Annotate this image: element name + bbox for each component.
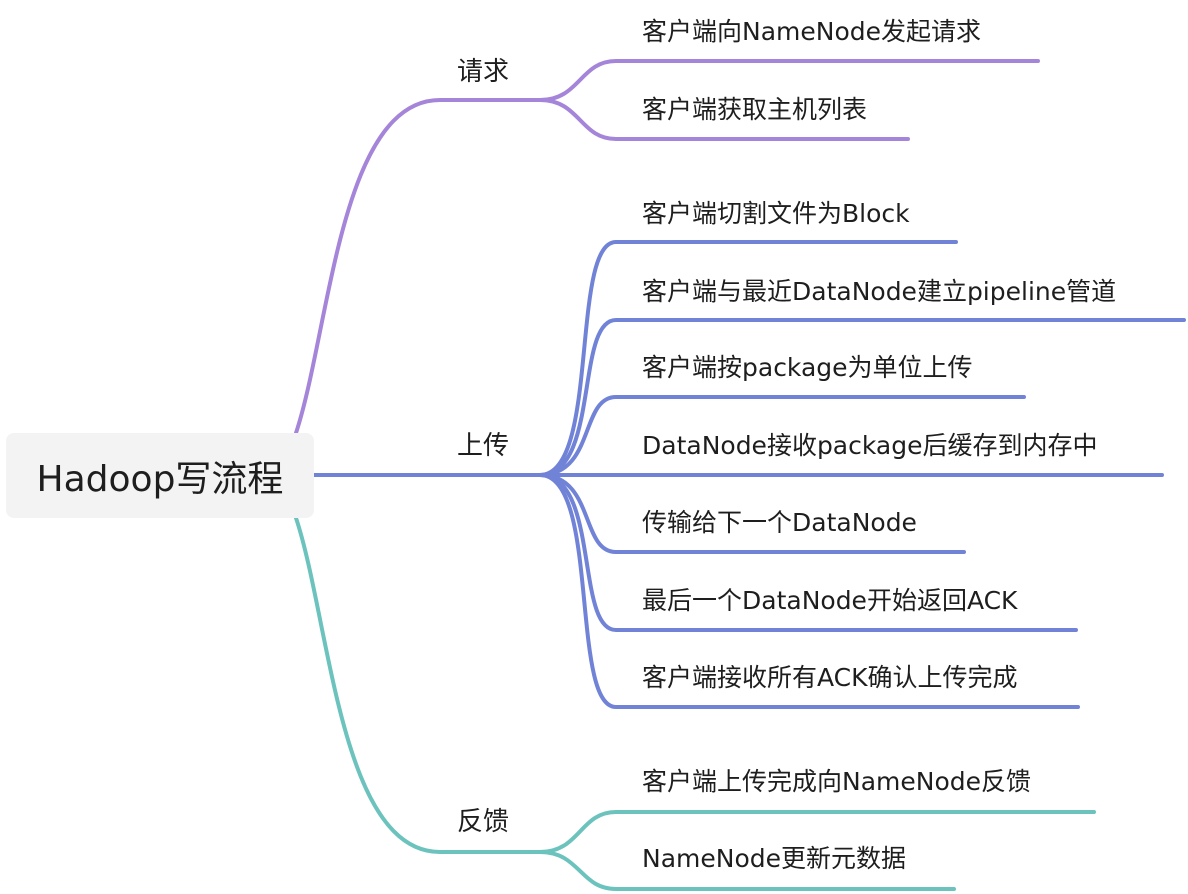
leaf-feedback-2[interactable]: NameNode更新元数据 [642,844,907,873]
leaf-upload-2[interactable]: 客户端与最近DataNode建立pipeline管道 [642,277,1117,306]
edge-request-leaf-1 [538,59,1040,102]
branch-label-feedback[interactable]: 反馈 [457,807,510,837]
leaf-request-2[interactable]: 客户端获取主机列表 [642,95,868,124]
leaf-upload-3[interactable]: 客户端按package为单位上传 [642,353,973,382]
edge-upload-leaf-2 [538,318,1186,477]
edge-root-request [294,98,542,435]
leaf-feedback-1[interactable]: 客户端上传完成向NameNode反馈 [642,767,1032,796]
edge-root-feedback [294,516,542,854]
leaf-upload-1[interactable]: 客户端切割文件为Block [642,199,910,228]
edge-request-leaf-2 [538,98,910,141]
edge-upload-leaf-1 [538,240,958,477]
root-label: Hadoop写流程 [36,458,284,500]
edge-upload-leaf-7 [538,473,1080,709]
leaf-request-1[interactable]: 客户端向NameNode发起请求 [642,17,982,46]
edge-feedback-leaf-1 [538,810,1096,854]
edge-upload-leaf-6 [538,473,1078,632]
branch-label-request[interactable]: 请求 [457,57,510,87]
branch-label-upload[interactable]: 上传 [457,431,510,461]
leaf-upload-7[interactable]: 客户端接收所有ACK确认上传完成 [642,663,1018,692]
leaf-upload-6[interactable]: 最后一个DataNode开始返回ACK [642,586,1018,615]
leaf-upload-5[interactable]: 传输给下一个DataNode [642,508,917,537]
root-node[interactable]: Hadoop写流程 [6,433,314,518]
edge-upload-leaf-3 [538,395,1026,477]
leaf-upload-4[interactable]: DataNode接收package后缓存到内存中 [642,431,1098,460]
edge-feedback-leaf-2 [538,850,956,891]
